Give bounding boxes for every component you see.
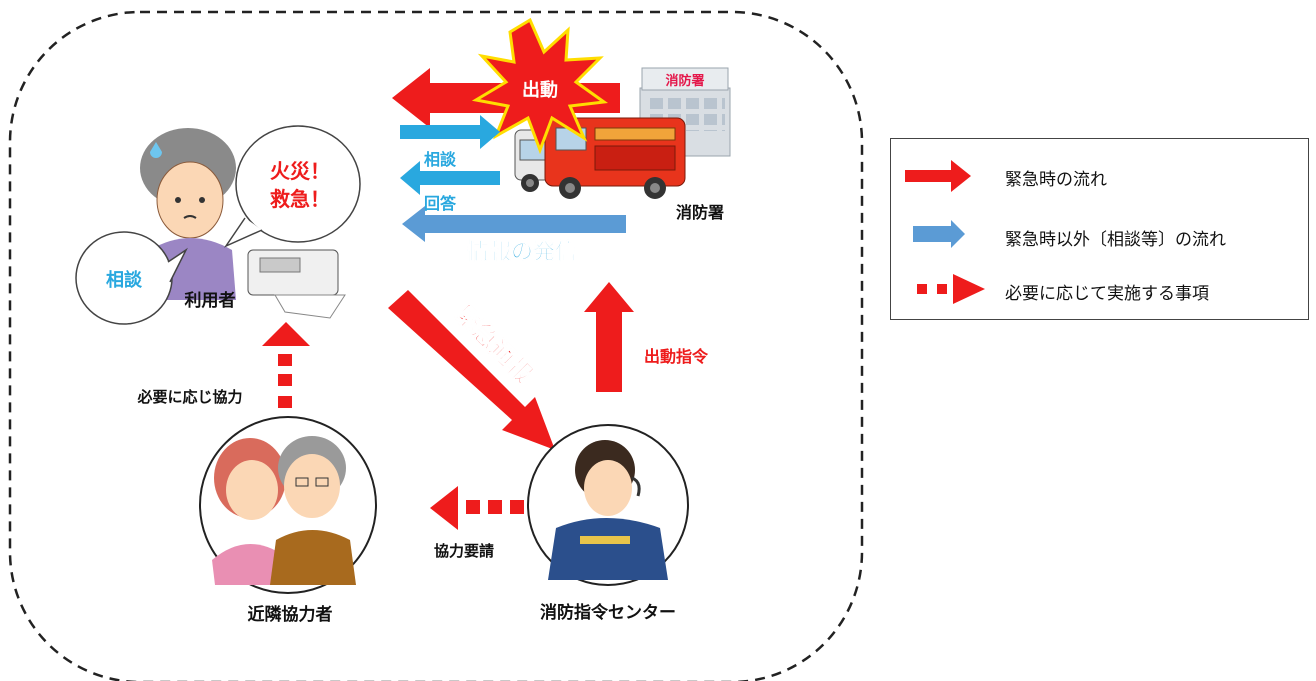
consult-arrow-label: 相談 <box>424 150 457 169</box>
cooperation-request-label: 協力要請 <box>434 542 494 560</box>
legend-item-emergency: 緊急時の流れ <box>891 156 1308 196</box>
cooperation-request-arrow <box>430 486 524 530</box>
consult-arrow <box>400 115 500 149</box>
legend-item-non-emergency: 緊急時以外〔相談等〕の流れ <box>891 216 1308 256</box>
info-broadcast-label: 情報の発信 <box>467 239 577 265</box>
speech-emergency-line1: 火災！ <box>270 159 330 183</box>
legend-blue-arrow-icon <box>913 220 965 248</box>
cooperate-as-needed-label: 必要に応じ協力 <box>136 388 242 406</box>
diagram-boundary <box>8 10 864 681</box>
cooperate-as-needed-arrow <box>262 322 310 408</box>
user-elderly-woman-icon <box>140 128 236 300</box>
answer-arrow-label: 回答 <box>424 194 457 213</box>
fax-machine-icon <box>247 249 346 319</box>
info-broadcast-arrow <box>402 206 626 242</box>
legend-red-arrow-icon <box>905 160 971 192</box>
speech-bubble-emergency: 火災！ 救急！ <box>223 125 361 248</box>
fire-truck-icon <box>514 117 686 199</box>
answer-arrow <box>400 161 500 195</box>
speech-bubble-consult: 相談 <box>75 231 188 325</box>
dispatch-order-label: 出動指令 <box>644 347 709 366</box>
dispatch-burst-icon <box>471 17 609 155</box>
legend-label: 必要に応じて実施する事項 <box>1005 284 1209 304</box>
dispatch-order-arrow <box>584 282 634 392</box>
legend-label: 緊急時以外〔相談等〕の流れ <box>1005 230 1226 250</box>
speech-consult-label: 相談 <box>106 269 143 291</box>
neighbors-illustration <box>199 416 377 594</box>
legend-dashed-arrow-icon <box>917 274 985 304</box>
fire-station-sign-label: 消防署 <box>665 73 704 89</box>
user-label: 利用者 <box>185 290 236 311</box>
command-center-label: 消防指令センター <box>540 602 676 623</box>
emergency-report-arrow <box>388 290 555 450</box>
command-center-illustration <box>527 424 689 586</box>
legend-item-as-needed: 必要に応じて実施する事項 <box>891 270 1308 310</box>
speech-emergency-line2: 救急！ <box>270 187 330 211</box>
legend-label: 緊急時の流れ <box>1005 170 1107 190</box>
neighbors-label: 近隣協力者 <box>248 604 333 625</box>
sweat-drop-icon <box>150 142 162 158</box>
legend: 緊急時の流れ 緊急時以外〔相談等〕の流れ 必要に応じて実施する事項 <box>890 138 1309 320</box>
fire-station-label: 消防署 <box>676 203 724 222</box>
dispatch-label: 出動 <box>522 79 558 101</box>
